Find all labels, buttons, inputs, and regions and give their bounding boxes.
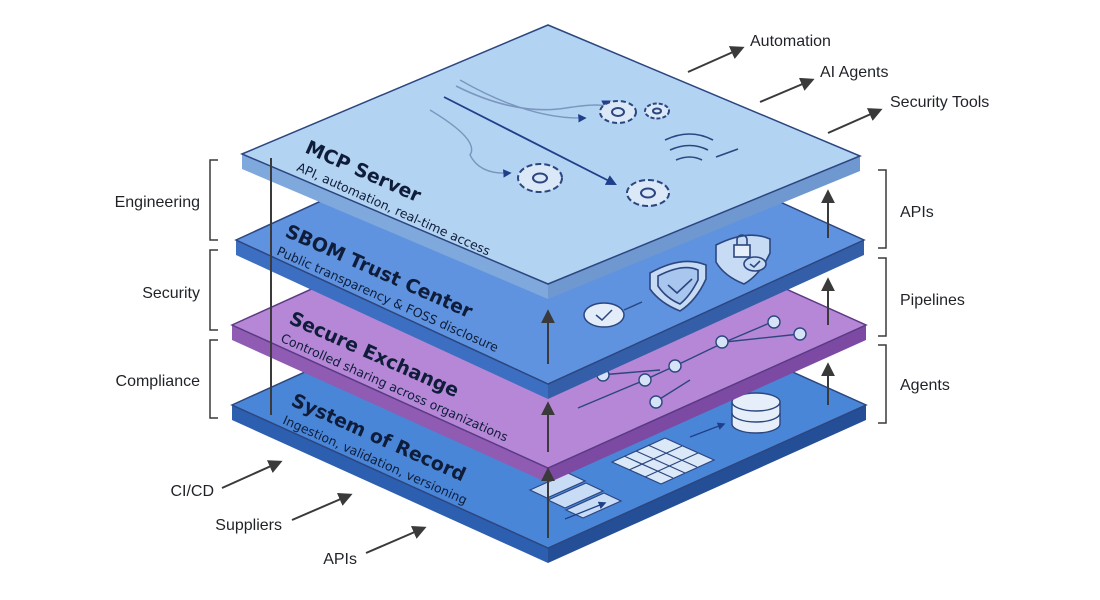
input-label-suppliers: Suppliers xyxy=(215,517,282,534)
records-icon xyxy=(528,472,623,519)
gear-icon xyxy=(644,102,670,120)
database-icon xyxy=(731,392,781,434)
input-label-cicd: CI/CD xyxy=(170,483,214,500)
group-label-security: Security xyxy=(142,285,200,302)
layer-mcp-server xyxy=(240,24,862,299)
output-label-ai-agents: AI Agents xyxy=(820,64,889,81)
output-arrows xyxy=(687,46,883,134)
group-label-pipelines: Pipelines xyxy=(900,292,965,309)
signal-wave-icon xyxy=(664,133,739,161)
output-label-security-tools: Security Tools xyxy=(890,94,989,111)
vertical-arrows xyxy=(270,158,835,538)
group-label-compliance: Compliance xyxy=(116,373,201,390)
right-brackets xyxy=(878,169,887,424)
table-grid-icon xyxy=(610,437,716,485)
check-clock-icon xyxy=(583,301,643,328)
group-label-agents: Agents xyxy=(900,377,950,394)
shield-lock-icon xyxy=(715,234,771,285)
network-flow-icon xyxy=(577,315,807,409)
input-label-apis: APIs xyxy=(323,551,357,568)
gear-icon xyxy=(626,179,670,207)
group-label-apis: APIs xyxy=(900,204,934,221)
group-label-engineering: Engineering xyxy=(115,194,200,211)
left-brackets xyxy=(209,159,218,419)
gear-icon xyxy=(517,163,563,193)
output-label-automation: Automation xyxy=(750,33,831,50)
shield-check-icon xyxy=(649,260,707,312)
gear-icon xyxy=(599,100,637,124)
input-arrows xyxy=(221,460,427,554)
